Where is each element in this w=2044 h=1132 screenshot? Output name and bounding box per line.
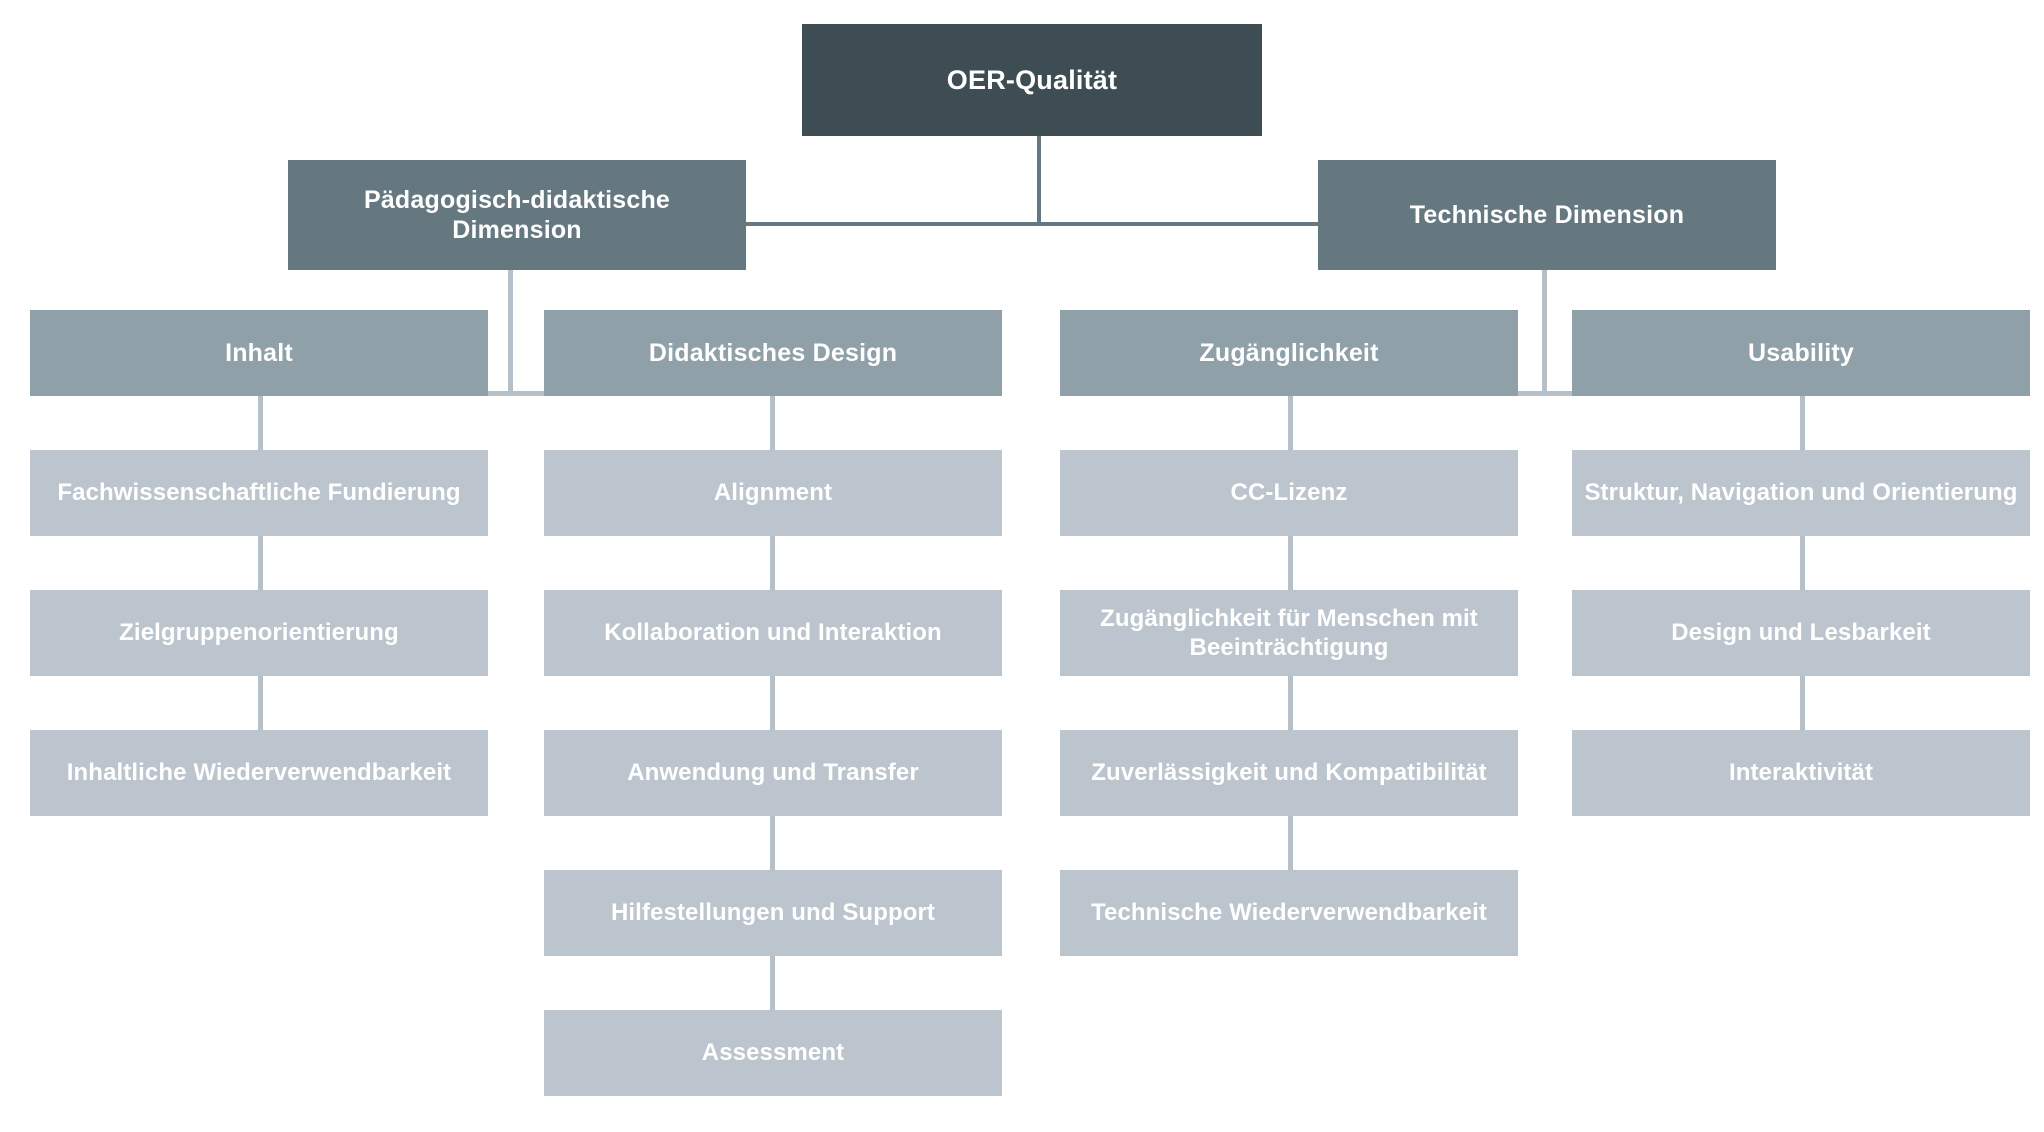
connector-pedagogic-bus [260, 391, 773, 396]
node-interaktivitaet[interactable]: Interaktivität [1572, 730, 2030, 816]
connector-inhalt-1 [258, 396, 263, 452]
node-didaktisches-design[interactable]: Didaktisches Design [544, 310, 1002, 396]
node-zugaenglichkeit[interactable]: Zugänglichkeit [1060, 310, 1518, 396]
connector-zugaenglichkeit-3 [1288, 675, 1293, 731]
connector-usability-2 [1800, 535, 1805, 591]
node-zugaenglichkeit-fuer-menschen-mit-beeintraechtigung[interactable]: Zugänglichkeit für Menschen mit Beeinträ… [1060, 590, 1518, 676]
connector-pedagogic-down [508, 268, 513, 395]
node-hilfestellungen-und-support[interactable]: Hilfestellungen und Support [544, 870, 1002, 956]
node-cc-lizenz[interactable]: CC-Lizenz [1060, 450, 1518, 536]
node-struktur-navigation-und-orientierung[interactable]: Struktur, Navigation und Orientierung [1572, 450, 2030, 536]
connector-usability-3 [1800, 675, 1805, 731]
node-fachwissenschaftliche-fundierung[interactable]: Fachwissenschaftliche Fundierung [30, 450, 488, 536]
node-inhalt[interactable]: Inhalt [30, 310, 488, 396]
connector-didaktik-5 [770, 955, 775, 1011]
connector-inhalt-3 [258, 675, 263, 731]
connector-usability-1 [1800, 396, 1805, 452]
connector-technical-down [1542, 268, 1547, 395]
node-zielgruppenorientierung[interactable]: Zielgruppenorientierung [30, 590, 488, 676]
connector-zugaenglichkeit-1 [1288, 396, 1293, 452]
node-oer-qualitaet[interactable]: OER-Qualität [802, 24, 1262, 136]
connector-inhalt-2 [258, 535, 263, 591]
node-design-und-lesbarkeit[interactable]: Design und Lesbarkeit [1572, 590, 2030, 676]
node-paedagogisch-didaktische-dimension[interactable]: Pädagogisch-didaktische Dimension [288, 160, 746, 270]
connector-didaktik-2 [770, 535, 775, 591]
node-inhaltliche-wiederverwendbarkeit[interactable]: Inhaltliche Wiederverwendbarkeit [30, 730, 488, 816]
node-usability[interactable]: Usability [1572, 310, 2030, 396]
connector-technical-bus [1290, 391, 1803, 396]
connector-root-down [1037, 135, 1041, 225]
connector-didaktik-1 [770, 396, 775, 452]
node-kollaboration-und-interaktion[interactable]: Kollaboration und Interaktion [544, 590, 1002, 676]
node-anwendung-und-transfer[interactable]: Anwendung und Transfer [544, 730, 1002, 816]
connector-didaktik-4 [770, 815, 775, 871]
connector-dimension-bus [746, 222, 1333, 226]
node-zuverlaessigkeit-und-kompatibilitaet[interactable]: Zuverlässigkeit und Kompatibilität [1060, 730, 1518, 816]
connector-zugaenglichkeit-4 [1288, 815, 1293, 871]
node-assessment[interactable]: Assessment [544, 1010, 1002, 1096]
node-technische-wiederverwendbarkeit[interactable]: Technische Wiederverwendbarkeit [1060, 870, 1518, 956]
node-alignment[interactable]: Alignment [544, 450, 1002, 536]
node-technische-dimension[interactable]: Technische Dimension [1318, 160, 1776, 270]
connector-didaktik-3 [770, 675, 775, 731]
connector-zugaenglichkeit-2 [1288, 535, 1293, 591]
